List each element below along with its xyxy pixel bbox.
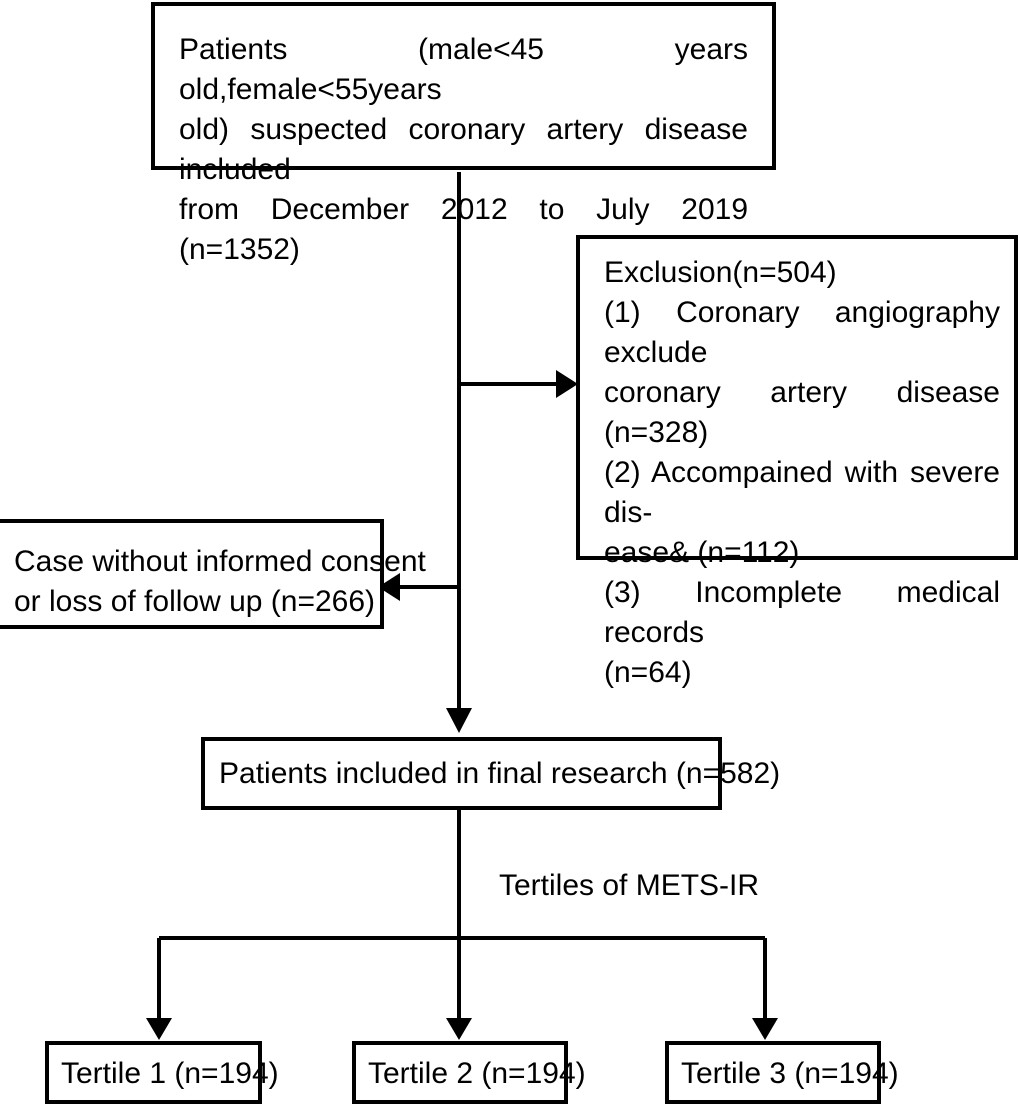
tertile-1-text: Tertile 1 (n=194) <box>61 1057 279 1090</box>
exclusion-box-line: coronary artery disease (n=328) <box>604 376 1000 449</box>
final-box-text: Patients included in final research (n=5… <box>219 757 781 790</box>
arrowhead-final <box>446 708 472 733</box>
tertile-2-text: Tertile 2 (n=194) <box>368 1057 586 1090</box>
exclusion-box-line: Exclusion(n=504) <box>604 256 837 289</box>
exclusion-box-line: ease& (n=112) <box>604 536 800 569</box>
loss-box-line: Case without informed consent <box>14 545 426 578</box>
start-box-line: Patients (male<45 years old,female<55yea… <box>179 33 748 106</box>
loss-box: Case without informed consent or loss of… <box>0 519 426 629</box>
start-box: Patients (male<45 years old,female<55yea… <box>151 2 776 266</box>
tertile-2-box: Tertile 2 (n=194) <box>352 1041 586 1104</box>
arrowhead-loss <box>378 573 400 601</box>
exclusion-box: Exclusion(n=504) (1) Coronary angiograph… <box>576 235 1018 689</box>
split-label: Tertiles of METS-IR <box>499 869 760 902</box>
tertile-3-box: Tertile 3 (n=194) <box>665 1041 899 1104</box>
exclusion-box-line: (2) Accompained with severe dis- <box>604 456 1000 529</box>
arrowhead-exclusion <box>556 370 578 398</box>
final-box: Patients included in final research (n=5… <box>201 737 781 810</box>
exclusion-box-line: (1) Coronary angiography exclude <box>604 296 1000 369</box>
exclusion-box-line: (n=64) <box>604 656 692 689</box>
arrowhead-tertile2 <box>446 1018 472 1040</box>
arrowhead-tertile1 <box>146 1018 172 1040</box>
exclusion-box-line: (3) Incomplete medical records <box>604 576 1000 649</box>
loss-box-line: or loss of follow up (n=266) <box>14 585 376 618</box>
start-box-line: old) suspected coronary artery disease i… <box>179 113 748 186</box>
tertile-1-box: Tertile 1 (n=194) <box>45 1041 279 1104</box>
start-box-line: from December 2012 to July 2019 (n=1352) <box>179 193 748 266</box>
tertile-3-text: Tertile 3 (n=194) <box>681 1057 899 1090</box>
arrowhead-tertile3 <box>752 1018 778 1040</box>
